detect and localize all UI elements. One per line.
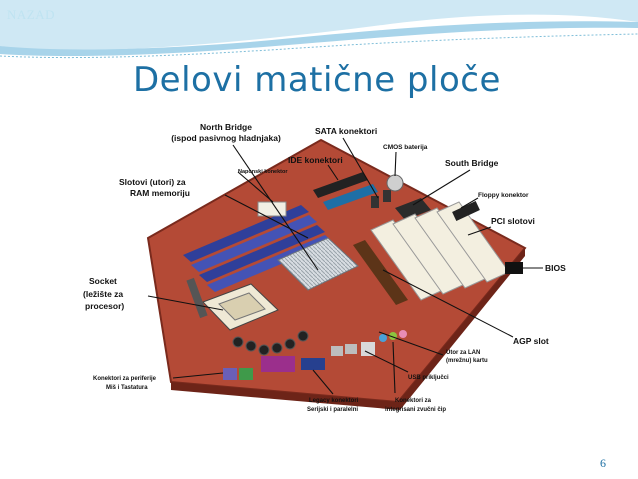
label-ide: IDE konektori xyxy=(288,155,343,165)
label-sata: SATA konektori xyxy=(315,126,377,136)
bios-chip xyxy=(505,262,523,274)
label-pci: PCI slotovi xyxy=(491,216,535,226)
cmos-battery xyxy=(386,174,404,192)
label-agp: AGP slot xyxy=(513,336,549,346)
label-lan-card: (mrežnu) kartu xyxy=(446,358,488,364)
label-north-bridge: North Bridge xyxy=(200,122,252,132)
label-ram-memory: RAM memoriju xyxy=(130,188,190,198)
agp-slot xyxy=(353,240,408,305)
callout-lines xyxy=(147,137,543,395)
page-number: 6 xyxy=(600,456,606,470)
label-legacy-types: Serijski i paralelni xyxy=(307,407,358,413)
header-wave-decoration xyxy=(0,0,638,59)
label-audio-chip: integrisani zvučni čip xyxy=(385,407,446,413)
floppy-connector xyxy=(452,200,480,222)
label-south-bridge: South Bridge xyxy=(445,158,499,168)
label-north-bridge-note: (ispod pasivnog hladnjaka) xyxy=(171,133,281,143)
label-power-connector: Naponski konektor xyxy=(238,169,288,175)
label-bios: BIOS xyxy=(545,263,566,273)
label-socket-processor: procesor) xyxy=(85,301,124,311)
label-floppy: Floppy konektor xyxy=(478,192,529,199)
motherboard-diagram: North Bridge (ispod pasivnog hladnjaka) … xyxy=(83,122,566,413)
sata-connectors xyxy=(371,190,391,208)
ide-connectors xyxy=(313,172,368,198)
pci-slots xyxy=(370,201,510,301)
callout-labels: North Bridge (ispod pasivnog hladnjaka) … xyxy=(83,122,566,413)
ide-connectors-2 xyxy=(323,184,378,210)
southbridge-chip xyxy=(395,198,431,220)
label-socket: Socket xyxy=(89,276,117,286)
cpu-socket xyxy=(186,277,279,331)
label-audio: Konektori za xyxy=(395,398,432,404)
capacitors xyxy=(232,330,309,356)
label-lan: Utor za LAN xyxy=(446,350,480,356)
label-peripherals: Konektori za periferije xyxy=(93,376,157,382)
label-mouse-keyboard: Miš i Tastatura xyxy=(106,385,148,391)
label-socket-note: (ležište za xyxy=(83,289,123,299)
label-cmos: CMOS baterija xyxy=(383,144,428,151)
slide-title: Delovi matične ploče xyxy=(133,60,501,100)
back-link[interactable]: NAZAD xyxy=(7,7,55,22)
label-legacy: Legacy konektori xyxy=(309,398,359,404)
back-panel-io xyxy=(223,330,407,380)
northbridge-heatsink xyxy=(277,237,359,291)
label-ram-slots: Slotovi (utori) za xyxy=(119,177,186,187)
label-usb: USB priključci xyxy=(408,375,449,381)
